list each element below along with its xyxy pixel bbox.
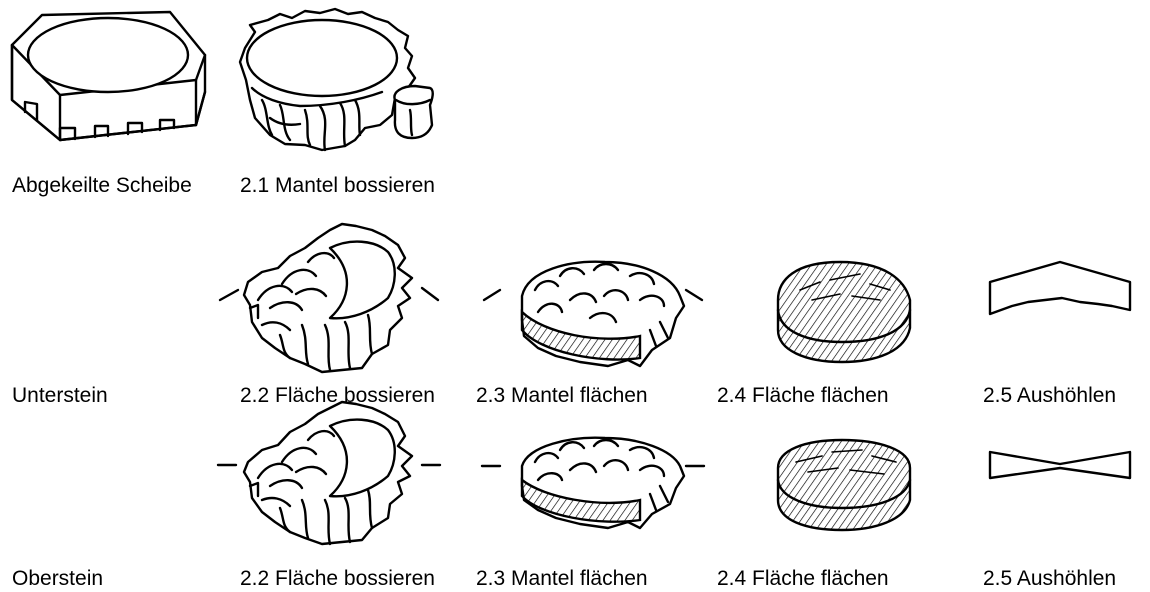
oberstein-hollowing-profile: [990, 452, 1130, 478]
label-oberstein: Oberstein: [12, 567, 103, 590]
label-oberstein-step-24: 2.4 Fläche flächen: [717, 567, 889, 590]
label-unterstein: Unterstein: [12, 384, 108, 407]
unterstein-face-finishing-drawing: [778, 262, 910, 362]
unterstein-face-roughing-drawing: [220, 224, 438, 372]
label-oberstein-step-22: 2.2 Fläche bossieren: [240, 567, 435, 590]
oberstein-mantle-finishing-drawing: [482, 438, 704, 528]
label-wedged-disc: Abgekeilte Scheibe: [12, 174, 192, 197]
label-oberstein-step-25: 2.5 Aushöhlen: [983, 567, 1116, 590]
label-step-21: 2.1 Mantel bossieren: [240, 174, 435, 197]
oberstein-face-finishing-drawing: [778, 440, 910, 530]
label-unterstein-step-24: 2.4 Fläche flächen: [717, 384, 889, 407]
wedged-disc-drawing: [12, 12, 205, 140]
mantle-roughing-drawing: [240, 9, 433, 150]
oberstein-face-roughing-drawing: [218, 402, 440, 544]
label-unterstein-step-23: 2.3 Mantel flächen: [476, 384, 648, 407]
label-oberstein-step-23: 2.3 Mantel flächen: [476, 567, 648, 590]
unterstein-hollowing-profile: [990, 262, 1130, 314]
label-unterstein-step-25: 2.5 Aushöhlen: [983, 384, 1116, 407]
unterstein-mantle-finishing-drawing: [484, 262, 702, 366]
